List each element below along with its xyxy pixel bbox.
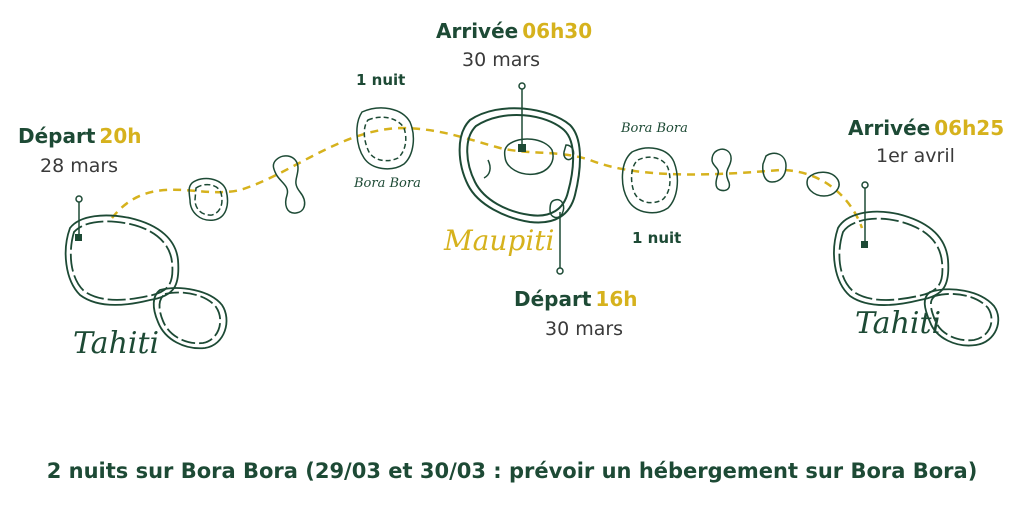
tahiti-left-name: Tahiti [73, 326, 160, 361]
islet-raiatea-left [272, 155, 306, 214]
tahiti-right-island [833, 210, 1000, 347]
arrivee-maupiti-pin-square [518, 144, 526, 152]
bora-bora-right-name: Bora Bora [621, 121, 688, 136]
nights-right-label: 1 nuit [632, 229, 682, 247]
arrivee-maupiti-date: 30 mars [462, 49, 541, 71]
islet-huahine-left [188, 177, 229, 221]
depart-tahiti-date: 28 mars [40, 155, 119, 177]
arrivee-tahiti-date: 1er avril [876, 145, 955, 167]
maupiti-name: Maupiti [444, 224, 555, 257]
bora-bora-right-island [621, 147, 679, 214]
arrivee-tahiti-time: 06h25 [934, 116, 1005, 140]
depart-tahiti-pin-square [75, 234, 82, 241]
footer-note: 2 nuits sur Bora Bora (29/03 et 30/03 : … [46, 459, 978, 483]
arrivee-tahiti-pin-top [861, 181, 869, 189]
bora-bora-left-name: Bora Bora [354, 176, 421, 191]
arrivee-maupiti-label: Arrivée [436, 19, 519, 43]
depart-maupiti-date: 30 mars [545, 318, 624, 340]
arrivee-tahiti-label: Arrivée [848, 116, 931, 140]
route-dashed-line [111, 126, 864, 229]
depart-tahiti-pin-top [75, 195, 83, 203]
arrivee-maupiti-pin-top [518, 82, 526, 90]
depart-maupiti-label: Départ [514, 287, 592, 311]
depart-tahiti-time: 20h [99, 124, 142, 148]
depart-tahiti-label: Départ [18, 124, 96, 148]
maupiti-island [458, 107, 581, 224]
depart-maupiti-pin-bottom [556, 267, 564, 275]
nights-left-label: 1 nuit [356, 71, 406, 89]
islet-huahine-right [762, 152, 787, 183]
islet-moorea-right [806, 171, 840, 197]
arrivee-maupiti-time: 06h30 [522, 19, 593, 43]
bora-bora-left-island [356, 107, 415, 170]
islet-raiatea-right [711, 148, 732, 192]
depart-maupiti-time: 16h [595, 287, 638, 311]
tahiti-left-island [64, 214, 228, 350]
arrivee-tahiti-pin-square [861, 241, 868, 248]
tahiti-right-name: Tahiti [855, 306, 942, 341]
